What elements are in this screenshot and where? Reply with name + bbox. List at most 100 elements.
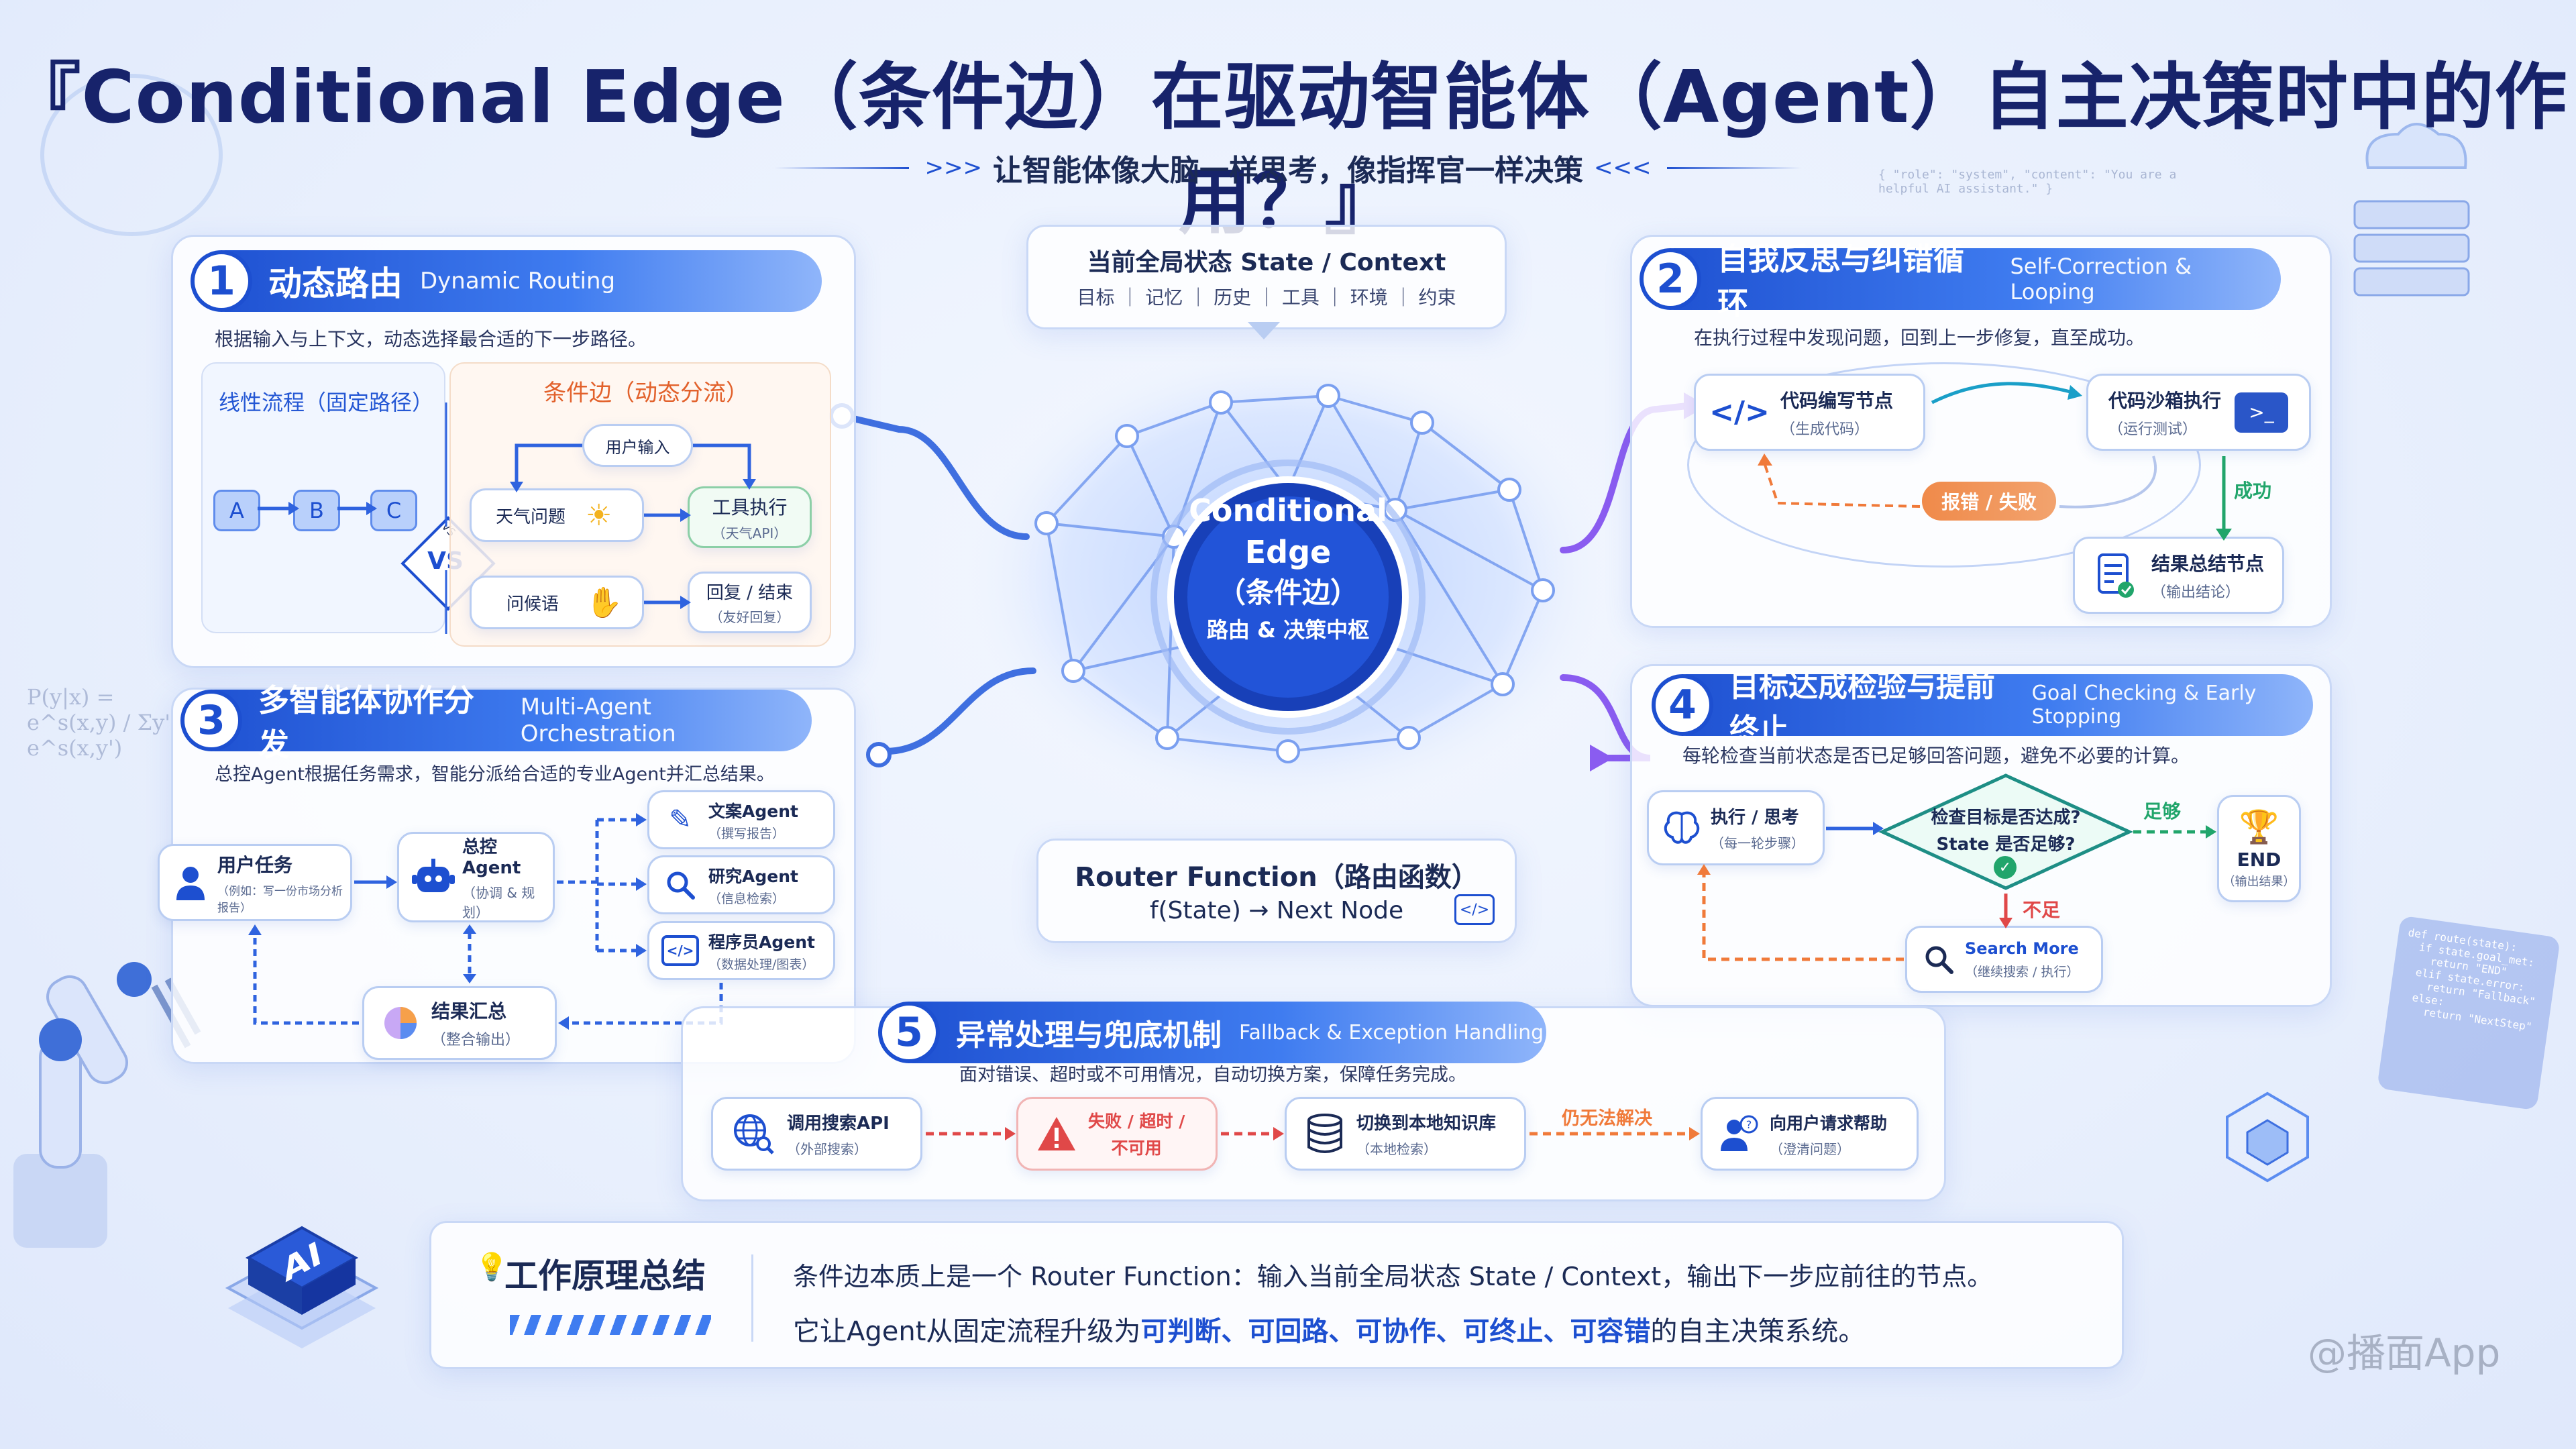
sandbox-node: 代码沙箱执行 （运行测试） >_	[2086, 374, 2311, 451]
end-sub: （输出结果）	[2222, 875, 2296, 889]
json-decoration: { "role": "system", "content": "You are …	[1878, 168, 2177, 196]
success-label: 成功	[2234, 480, 2272, 502]
master-agent-node: 总控Agent （协调 & 规划）	[397, 832, 555, 922]
section-3-desc: 总控Agent根据任务需求，智能分派给合适的专业Agent并汇总结果。	[215, 764, 775, 785]
failure-line-2: 不可用	[1111, 1138, 1162, 1158]
database-icon	[1303, 1114, 1347, 1154]
exec-think-node: 执行 / 思考（每一轮步骤）	[1647, 790, 1825, 865]
linear-node-b: B	[293, 490, 340, 531]
local-kb-node: 切换到本地知识库（本地检索）	[1285, 1097, 1526, 1171]
section-5-header: 5 异常处理与兜底机制 Fallback & Exception Handlin…	[878, 1002, 1546, 1063]
router-formula: f(State) → Next Node	[1149, 897, 1404, 924]
code-write-label: 代码编写节点	[1780, 389, 1894, 412]
summary-label: 结果总结节点	[2151, 552, 2265, 575]
core-label: Conditional Edge （条件边） 路由 & 决策中枢	[1154, 490, 1422, 647]
section-3-title-en: Multi-Agent Orchestration	[520, 694, 676, 747]
section-3-title: 多智能体协作分发	[258, 682, 474, 763]
core-line-2: Edge	[1244, 534, 1332, 570]
ai-chip-icon: AI	[215, 1208, 389, 1382]
code-window-icon: </>	[661, 935, 699, 966]
failure-node: 失败 / 超时 / 不可用	[1016, 1097, 1218, 1171]
reply-node: 回复 / 结束 （友好回复）	[688, 572, 812, 633]
core-line-4: 路由 & 决策中枢	[1206, 617, 1370, 643]
section-2-desc: 在执行过程中发现问题，回到上一步修复，直至成功。	[1694, 327, 2145, 349]
subtitle-arrows-right: <<<	[1594, 154, 1652, 181]
terminal-icon: >_	[2235, 392, 2289, 433]
user-input-node: 用户输入	[582, 424, 693, 467]
user-task-sub: （例如：写一份市场分析报告）	[217, 884, 343, 915]
warning-icon	[1034, 1116, 1079, 1152]
ask-help-sub: （澄清问题）	[1770, 1140, 1850, 1157]
section-4-header: 4 目标达成检验与提前终止 Goal Checking & Early Stop…	[1652, 669, 2313, 747]
writer-agent-sub: （撰写报告）	[708, 826, 786, 841]
cube-decoration-icon	[2214, 1080, 2321, 1187]
loop-ellipse	[1687, 362, 2201, 568]
check-circle-icon: ✓	[1994, 856, 2017, 879]
result-summary-sub: （整合输出）	[431, 1032, 521, 1049]
summary-line-2-pre: 它让Agent从固定流程升级为	[793, 1316, 1141, 1347]
reply-sub: （友好回复）	[709, 609, 790, 625]
code-write-node: </> 代码编写节点 （生成代码）	[1694, 374, 1925, 451]
section-1-desc: 根据输入与上下文，动态选择最合适的下一步路径。	[215, 328, 647, 350]
svg-text:?: ?	[1746, 1118, 1752, 1131]
watermark: @播面App	[2308, 1330, 2501, 1376]
reply-label: 回复 / 结束	[706, 583, 794, 603]
global-state-title: 当前全局状态 State / Context	[1087, 249, 1446, 276]
section-4-desc: 每轮检查当前状态是否已足够回答问题，避免不必要的计算。	[1682, 745, 2190, 767]
section-2-title: 自我反思与纠错循环	[1717, 241, 1964, 321]
coder-agent-label: 程序员Agent	[708, 932, 815, 952]
user-question-icon: ?	[1716, 1114, 1760, 1154]
page-title: 『Conditional Edge（条件边）在驱动智能体（Agent）自主决策时…	[8, 56, 2568, 244]
goal-check-line-1: 检查目标是否达成?	[1931, 808, 2081, 828]
failure-line-1: 失败 / 超时 /	[1088, 1112, 1185, 1131]
ask-help-label: 向用户请求帮助	[1770, 1113, 1888, 1133]
research-agent-label: 研究Agent	[708, 866, 798, 886]
section-3-header: 3 多智能体协作分发 Multi-Agent Orchestration	[180, 682, 812, 763]
master-agent-label: 总控Agent	[462, 837, 521, 878]
summary-title: 工作原理总结	[504, 1256, 706, 1295]
end-label: END	[2237, 849, 2282, 871]
brain-network-graphic: Conditional Edge （条件边） 路由 & 决策中枢	[953, 335, 1623, 845]
section-1-number: 1	[191, 250, 252, 312]
section-3-number: 3	[180, 690, 242, 751]
waving-hand-icon: ✋	[586, 586, 623, 620]
search-more-label: Search More	[1965, 938, 2079, 958]
search-more-node: Search More（继续搜索 / 执行）	[1905, 926, 2103, 993]
summary-line-2-post: 的自主决策系统。	[1650, 1316, 1866, 1347]
summary-node: 结果总结节点 （输出结论）	[2073, 537, 2284, 614]
tool-exec-sub: （天气API）	[712, 525, 788, 541]
summary-sub: （输出结论）	[2151, 584, 2241, 601]
enough-label: 足够	[2143, 800, 2182, 822]
end-node: 🏆 END （输出结果）	[2217, 795, 2301, 902]
not-enough-label: 不足	[2023, 899, 2061, 921]
router-function-box: Router Function（路由函数） f(State) → Next No…	[1036, 839, 1517, 943]
summary-line-2-highlight: 可判断、可回路、可协作、可终止、可容错	[1140, 1316, 1651, 1347]
global-state-items: 目标 ｜ 记忆 ｜ 历史 ｜ 工具 ｜ 环境 ｜ 约束	[1077, 286, 1456, 309]
subtitle-row: >>> 让智能体像大脑一样思考，像指挥官一样决策 <<<	[738, 148, 1838, 188]
coder-agent-node: </> 程序员Agent（数据处理/图表）	[647, 921, 835, 980]
section-2-header: 2 自我反思与纠错循环 Self-Correction & Looping	[1640, 241, 2281, 321]
exec-think-label: 执行 / 思考	[1711, 808, 1799, 828]
user-task-node: 用户任务 （例如：写一份市场分析报告）	[158, 844, 352, 921]
sandbox-label: 代码沙箱执行	[2108, 389, 2222, 412]
search-icon	[1921, 944, 1957, 975]
search-api-node: 调用搜索API（外部搜索）	[711, 1097, 922, 1171]
subtitle: 让智能体像大脑一样思考，像指挥官一样决策	[993, 154, 1583, 188]
trophy-icon: 🏆	[2239, 808, 2279, 846]
robot-icon	[410, 857, 457, 898]
linear-flow-title: 线性流程（固定路径）	[219, 390, 434, 415]
magnifier-icon	[661, 869, 699, 900]
section-5-number: 5	[878, 1002, 940, 1063]
summary-line-2: 它让Agent从固定流程升级为可判断、可回路、可协作、可终止、可容错的自主决策系…	[793, 1309, 1865, 1348]
writer-agent-label: 文案Agent	[708, 801, 798, 821]
lightbulb-icon: 💡	[475, 1252, 508, 1283]
ask-help-node: ? 向用户请求帮助 （澄清问题）	[1701, 1097, 1919, 1171]
section-4-title: 目标达成检验与提前终止	[1729, 669, 1995, 747]
formula-decoration: P(y|x) = e^s(x,y) / Σy' e^s(x,y')	[27, 684, 171, 761]
globe-search-icon	[729, 1112, 777, 1156]
global-state-box: 当前全局状态 State / Context 目标 ｜ 记忆 ｜ 历史 ｜ 工具…	[1026, 225, 1507, 329]
search-api-sub: （外部搜索）	[787, 1141, 867, 1157]
